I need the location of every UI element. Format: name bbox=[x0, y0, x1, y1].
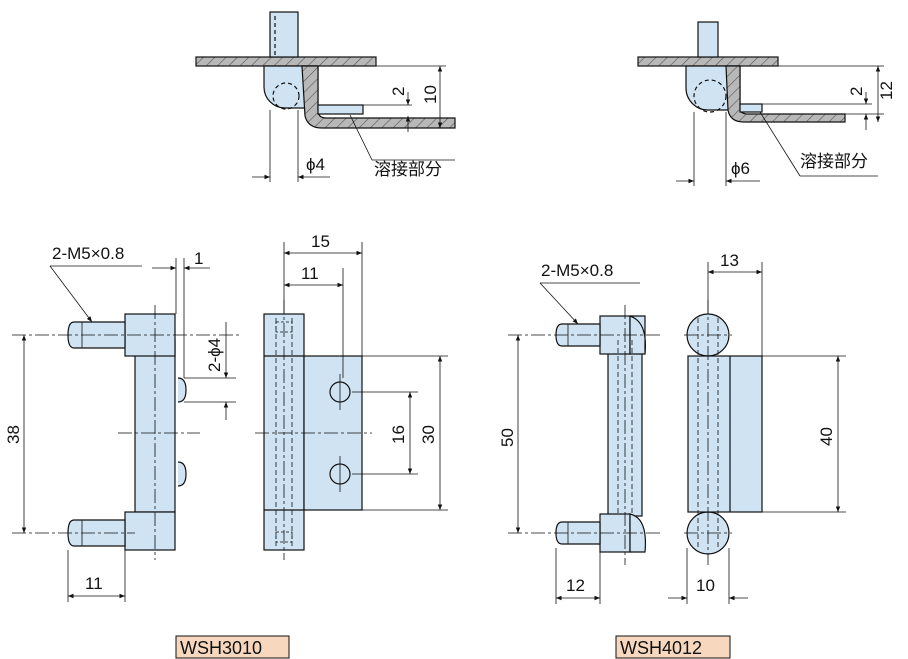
wsh4012-dim-12-label: 12 bbox=[877, 81, 896, 100]
wsh4012-thread-label: 2-M5×0.8 bbox=[541, 261, 613, 280]
wsh4012-dim-12-label: 12 bbox=[566, 576, 585, 595]
wsh3010-dim-16-label: 16 bbox=[389, 425, 408, 444]
wsh3010-dim-30-label: 30 bbox=[419, 425, 438, 444]
wsh4012-dim-2-label: 2 bbox=[847, 87, 866, 96]
mounting-plate bbox=[637, 56, 779, 67]
wsh4012-section-view bbox=[637, 21, 884, 186]
stud bbox=[697, 21, 719, 58]
weld-zone bbox=[739, 103, 763, 113]
wsh3010-dim-11-top-label: 11 bbox=[301, 264, 319, 283]
weld-zone bbox=[317, 104, 364, 115]
wsh4012-front-view bbox=[668, 262, 846, 604]
wsh3010-dim-1-label: 1 bbox=[194, 249, 203, 268]
lower-boss bbox=[124, 511, 176, 551]
wsh3010-section-view bbox=[195, 11, 456, 182]
wsh4012-weld-label: 溶接部分 bbox=[800, 152, 868, 172]
wsh4012-model-box bbox=[615, 635, 731, 659]
wsh3010-dim-11-bottom-label: 11 bbox=[85, 574, 103, 593]
wsh4012-phi-label: ϕ6 bbox=[731, 159, 750, 178]
wsh4012-side-view bbox=[508, 282, 660, 604]
wsh3010-dim-2-label: 2 bbox=[389, 87, 408, 96]
wsh4012-dim-13-label: 13 bbox=[720, 251, 739, 270]
stud bbox=[269, 11, 299, 58]
wsh3010-dim-10-label: 10 bbox=[421, 85, 440, 104]
wsh3010-dim-38-label: 38 bbox=[4, 425, 23, 444]
wsh3010-front-view bbox=[255, 242, 448, 560]
wsh4012-model-label: WSH4012 bbox=[620, 638, 702, 658]
wsh3010-dim-15-label: 15 bbox=[311, 232, 330, 251]
wsh4012-dim-50-label: 50 bbox=[498, 428, 517, 447]
mounting-plate bbox=[195, 56, 377, 67]
leaf bbox=[725, 65, 846, 123]
leaf-plate bbox=[687, 355, 763, 513]
wsh3010-model-box bbox=[175, 635, 290, 659]
wsh4012-dim-10-label: 10 bbox=[696, 576, 715, 595]
wsh4012-dim-40-label: 40 bbox=[817, 427, 836, 446]
wsh3010-side-view bbox=[12, 258, 240, 602]
wsh3010-weld-label: 溶接部分 bbox=[374, 160, 442, 180]
wsh3010-model-label: WSH3010 bbox=[180, 638, 262, 658]
wsh3010-phi-label: ϕ4 bbox=[306, 155, 325, 174]
wsh3010-thread-label: 2-M5×0.8 bbox=[52, 244, 124, 263]
wsh3010-hole-label: 2-ϕ4 bbox=[205, 338, 224, 372]
